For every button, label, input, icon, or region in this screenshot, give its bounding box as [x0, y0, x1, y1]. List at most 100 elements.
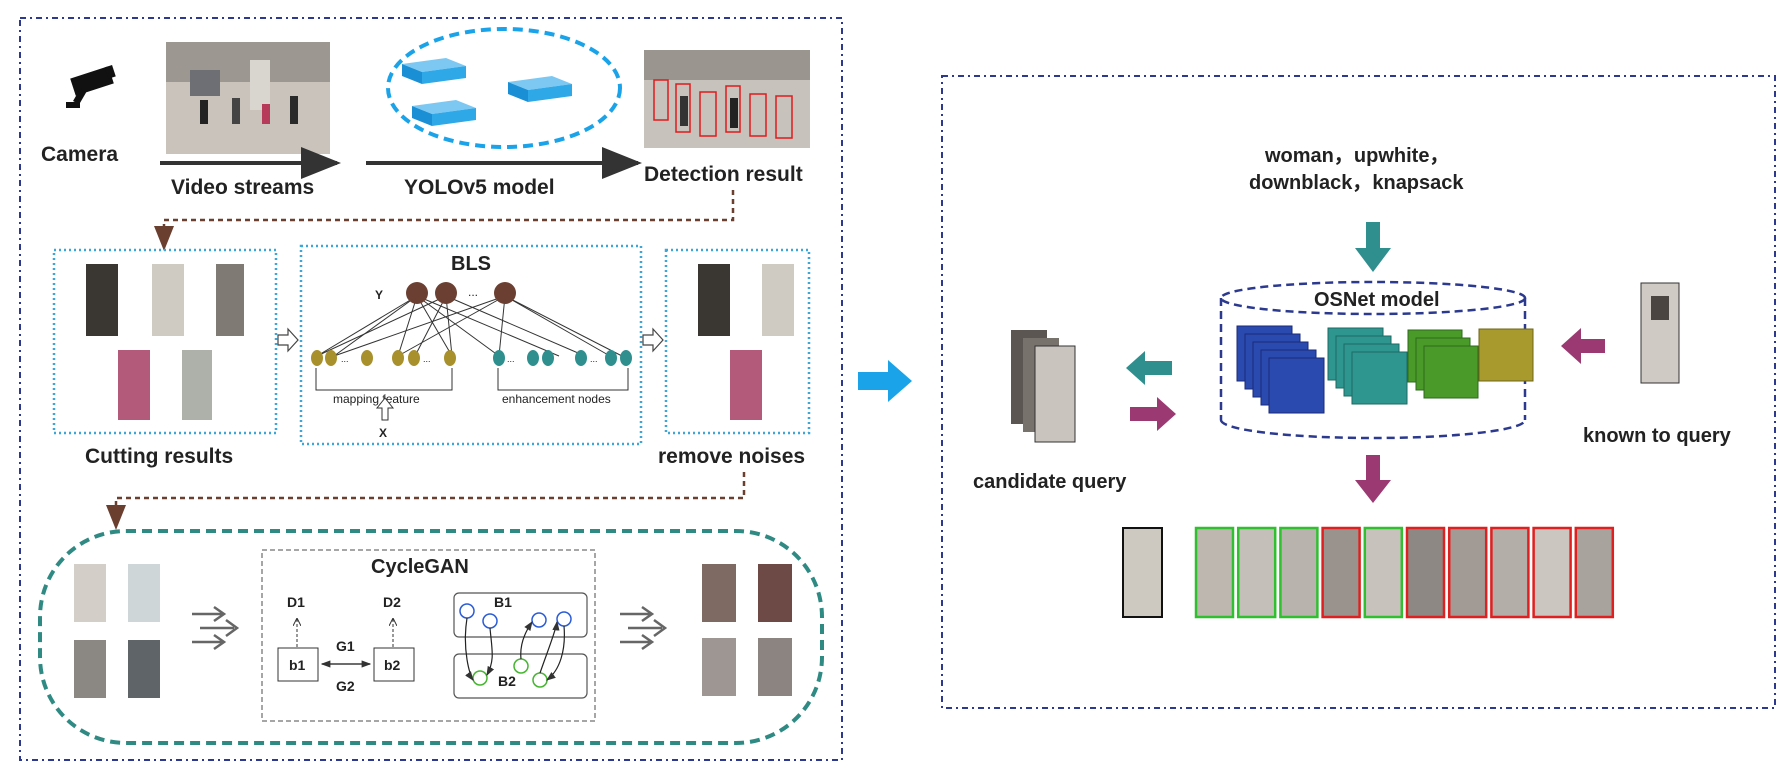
B1-label: B1: [494, 594, 512, 610]
remove-noises-label: remove noises: [658, 445, 805, 468]
remove-noises-box: [664, 248, 811, 435]
result-image-red: [1532, 526, 1572, 619]
big-blue-arrow-icon: [858, 360, 912, 402]
b2-box: [373, 647, 415, 682]
cyclegan-d2: D2: [383, 594, 401, 610]
bls-dots: ...: [590, 354, 598, 364]
cyclegan-d1: D1: [287, 594, 305, 610]
enhancement-bracket: [497, 368, 629, 391]
magenta-down-arrow-icon: [1355, 455, 1391, 503]
bls-mapping-node: [444, 350, 456, 366]
brown-connector-1: [154, 190, 735, 251]
mapping-bracket: [315, 368, 453, 391]
right-frame: [941, 75, 1776, 709]
bls-mapping-node: [311, 350, 323, 366]
osnet-label: OSNet model: [1314, 289, 1440, 311]
b1-box: [277, 647, 319, 682]
cyclegan-panel: [38, 529, 824, 745]
bls-dots: ...: [423, 354, 431, 364]
left-frame: [19, 17, 843, 761]
person-crop: [118, 350, 150, 420]
person-crop: [86, 264, 118, 336]
bls-mapping-node: [392, 350, 404, 366]
brown-connector-2: [106, 472, 746, 530]
g1-label: G1: [336, 638, 355, 654]
person-crop: [758, 638, 792, 696]
bls-output-node: [494, 282, 516, 304]
cyclegan-title: CycleGAN: [371, 556, 469, 578]
result-image-red: [1574, 526, 1615, 619]
known-query-image-detail: [1651, 296, 1669, 320]
person-crop: [216, 264, 244, 336]
magenta-left-arrow-icon: [1561, 328, 1605, 364]
bls-enhancement-node: [527, 350, 539, 366]
hollow-arrow-icon: [277, 327, 299, 353]
bls-box: [299, 244, 643, 446]
person-crop: [128, 640, 160, 698]
feature-map-stack: [1407, 329, 1479, 399]
feature-map-stack: [1236, 325, 1325, 414]
bls-dots: ...: [507, 354, 515, 364]
result-image-red: [1321, 526, 1361, 619]
speed-arrows-icon: [620, 605, 668, 651]
cycle-links: [464, 617, 565, 681]
yolo-box-icon: [508, 76, 572, 102]
result-image-green: [1194, 526, 1235, 619]
magenta-right-arrow-icon: [1130, 397, 1176, 431]
candidate-query-stack: [1011, 330, 1076, 443]
feature-map-stack: [1327, 327, 1408, 405]
yolo-label: YOLOv5 model: [404, 176, 555, 199]
bls-dots: ...: [341, 354, 349, 364]
result-image-red: [1405, 526, 1446, 619]
cyclegan-box: [261, 549, 596, 722]
yolo-ellipse: [386, 27, 622, 149]
B2-label: B2: [498, 673, 516, 689]
bls-enhancement-node: [605, 350, 617, 366]
mapping-label: mapping feature: [333, 392, 420, 406]
camera-label: Camera: [41, 143, 118, 166]
cutting-label: Cutting results: [85, 445, 233, 468]
b1-label: b1: [289, 657, 306, 673]
teal-left-arrow-icon: [1126, 351, 1172, 385]
osnet-cylinder: [1219, 280, 1527, 440]
yolo-box-icon: [412, 100, 476, 126]
bls-input-arrow-icon: [375, 397, 395, 421]
bls-enhancement-node: [575, 350, 587, 366]
bls-title: BLS: [451, 253, 491, 275]
result-query-image: [1122, 527, 1163, 618]
bls-output-node: [406, 282, 428, 304]
g2-label: G2: [336, 678, 355, 694]
result-image-green: [1236, 526, 1277, 619]
result-image-red: [1447, 526, 1488, 619]
person-crop: [152, 264, 184, 336]
bls-mapping-node: [325, 350, 337, 366]
detection-result-image: [644, 50, 810, 148]
candidate-label: candidate query: [973, 471, 1127, 493]
person-crop: [702, 564, 736, 622]
ranked-results: [1194, 526, 1615, 619]
bls-dots: ...: [468, 285, 478, 299]
bls-y-label: Y: [375, 288, 383, 302]
bls-enhancement-node: [620, 350, 632, 366]
B1-nodes: [459, 603, 572, 629]
cutting-box: [52, 248, 278, 435]
bls-mapping-node: [361, 350, 373, 366]
person-crop: [74, 640, 106, 698]
person-crop: [730, 350, 762, 420]
bls-output-node: [435, 282, 457, 304]
known-label: known to query: [1583, 425, 1732, 447]
detection-label: Detection result: [644, 163, 803, 186]
b2-label: b2: [384, 657, 401, 673]
result-image-green: [1363, 526, 1404, 619]
video-label: Video streams: [171, 176, 314, 199]
person-crop: [762, 264, 794, 336]
bls-mapping-node: [408, 350, 420, 366]
feature-map: [1478, 328, 1534, 382]
teal-down-arrow-icon: [1355, 222, 1391, 272]
person-crop: [702, 638, 736, 696]
speed-arrows-icon: [192, 605, 240, 651]
person-crop: [758, 564, 792, 622]
person-crop: [128, 564, 160, 622]
hollow-arrow-icon: [642, 327, 664, 353]
person-crop: [74, 564, 106, 622]
